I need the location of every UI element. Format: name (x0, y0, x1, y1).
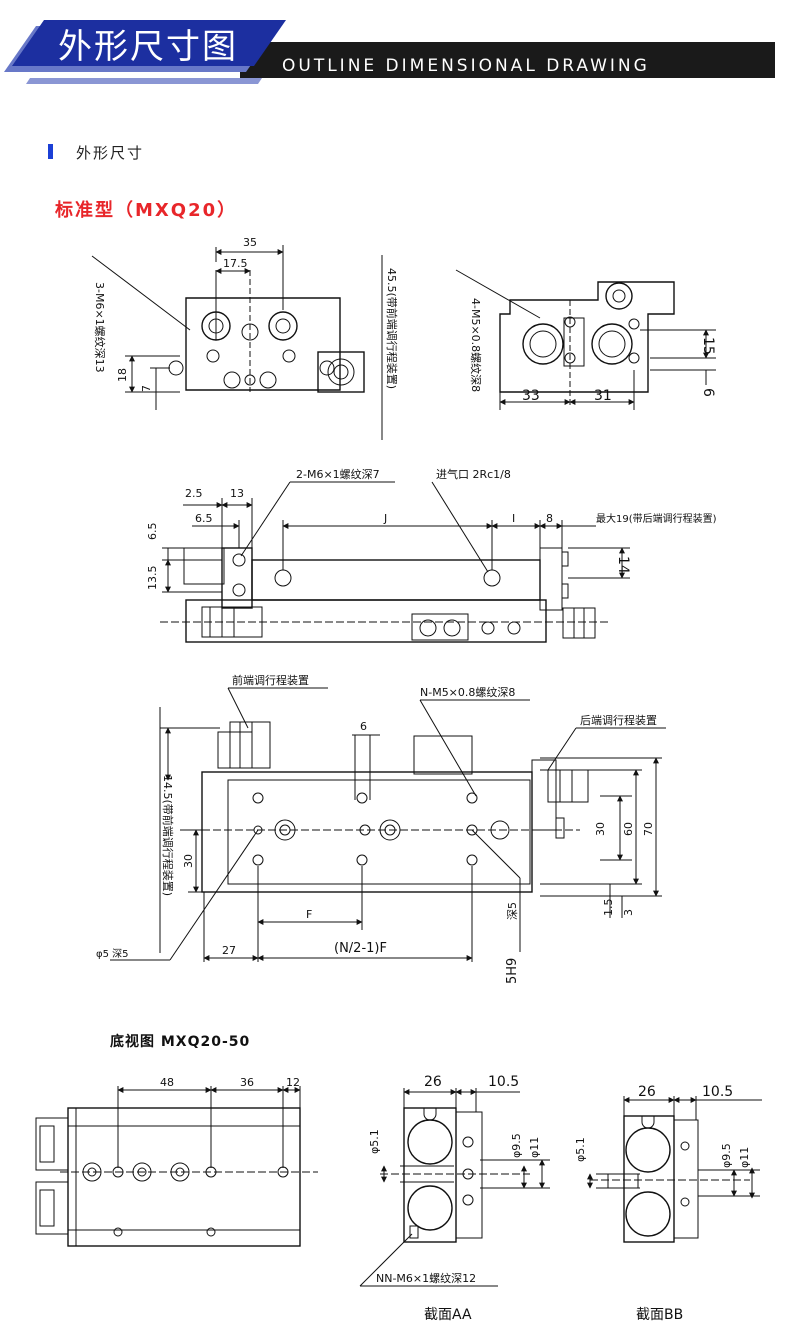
dim-18: 18 (116, 368, 129, 382)
dim-d9-5-aa: φ9.5 (510, 1133, 523, 1158)
caption-section-aa: 截面AA (424, 1307, 472, 1323)
view-side (160, 481, 630, 643)
header-blue-shape (12, 20, 286, 66)
dim-5H9: 5H9 (505, 958, 520, 984)
dim-6-top: 6 (360, 720, 367, 733)
dim-26-bb: 26 (638, 1084, 656, 1100)
dim-33: 33 (522, 388, 540, 404)
dim-14: 14 (615, 556, 631, 574)
note-stroke-top: 14.5(带前端调行程装置) (161, 775, 175, 896)
note-max-stroke: 最大19(带后端调行程装置) (596, 512, 717, 525)
dim-30-right: 30 (594, 822, 607, 836)
view-section-bb (587, 1096, 762, 1243)
note-thread-side: 2-M6×1螺纹深7 (296, 467, 380, 481)
dim-7: 7 (140, 385, 153, 392)
dim-13-5: 13.5 (146, 566, 159, 591)
view-section-aa (359, 1088, 550, 1287)
view-front-end-labels: 35 17.5 18 7 3-M6×1螺纹深13 45.5(带前端调行程装置) (93, 236, 399, 392)
dim-3: 3 (622, 909, 635, 916)
header-dark-band (240, 42, 775, 78)
view-rear-end-labels: 33 31 15 6 4-M5×0.8螺纹深8 (469, 298, 716, 404)
section-marker (48, 144, 53, 159)
note-front-adjuster: 前端调行程装置 (232, 673, 309, 687)
dim-1-5: 1.5 (602, 899, 615, 917)
dim-6-5: 6.5 (195, 512, 213, 525)
view-side-labels: 2.5 13 6.5 6.5 J I 8 13.5 14 2-M6×1螺纹深7 … (146, 467, 717, 590)
dim-60: 60 (622, 822, 635, 836)
note-port: 进气口 2Rc1/8 (436, 467, 511, 481)
dim-27: 27 (222, 944, 236, 957)
view-top (110, 687, 666, 962)
bottom-view-title: 底视图 MXQ20-50 (110, 1034, 251, 1050)
dim-d5-1-aa: φ5.1 (368, 1129, 381, 1154)
view-rear-end (455, 269, 716, 410)
view-top-labels: 6 30 60 70 30 1.5 3 27 F 5H9 深5 前端调行程装置 … (96, 673, 657, 984)
note-pin-hole: φ5 深5 (96, 948, 129, 960)
dim-31: 31 (594, 388, 612, 404)
dim-I: I (512, 512, 515, 525)
dim-6: 6 (700, 388, 716, 397)
header-subtitle: OUTLINE DIMENSIONAL DRAWING (282, 56, 650, 76)
dim-70: 70 (642, 822, 655, 836)
note-rear-adjuster: 后端调行程装置 (580, 714, 657, 727)
note-thread-aa: NN-M6×1螺纹深12 (376, 1271, 476, 1285)
note-thread-rear: 4-M5×0.8螺纹深8 (469, 298, 483, 392)
view-bottom (35, 1086, 318, 1247)
formula-n-f: (N/2-1)F (334, 941, 387, 956)
dim-48: 48 (160, 1076, 174, 1089)
dim-d9-5-bb: φ9.5 (720, 1143, 733, 1168)
dim-15: 15 (700, 337, 716, 355)
dim-36: 36 (240, 1076, 254, 1089)
dim-8: 8 (546, 512, 553, 525)
dim-12: 12 (286, 1076, 300, 1089)
note-stroke-front: 45.5(带前端调行程装置) (385, 268, 399, 389)
view-front-end (91, 245, 383, 440)
view-section-aa-labels: 26 10.5 φ5.1 φ9.5 φ11 NN-M6×1螺纹深12 (368, 1074, 541, 1285)
header-title: 外形尺寸图 (58, 27, 238, 67)
view-bottom-labels: 48 36 12 (160, 1076, 300, 1089)
dim-depth5: 深5 (506, 902, 519, 920)
view-section-bb-labels: 26 10.5 φ5.1 φ9.5 φ11 (574, 1084, 751, 1168)
dim-d11-aa: φ11 (528, 1137, 541, 1158)
note-thread-top: N-M5×0.8螺纹深8 (420, 685, 515, 699)
dim-6-5-vertical: 6.5 (146, 523, 159, 541)
dim-13: 13 (230, 487, 244, 500)
dim-J: J (383, 512, 387, 525)
header-underline (26, 78, 262, 84)
dim-10-5-aa: 10.5 (488, 1074, 519, 1090)
dim-d5-1-bb: φ5.1 (574, 1137, 587, 1162)
header-banner: 外形尺寸图 OUTLINE DIMENSIONAL DRAWING (4, 20, 775, 84)
dim-F: F (306, 908, 312, 921)
dim-10-5-bb: 10.5 (702, 1084, 733, 1100)
dim-d11-bb: φ11 (738, 1147, 751, 1168)
caption-section-bb: 截面BB (636, 1307, 684, 1323)
dim-35: 35 (243, 236, 257, 249)
dim-2-5: 2.5 (185, 487, 203, 500)
dim-30-left: 30 (182, 854, 195, 868)
model-title: 标准型（MXQ20） (55, 200, 238, 221)
note-thread-front: 3-M6×1螺纹深13 (93, 282, 107, 373)
dim-17-5: 17.5 (223, 257, 248, 270)
section-title: 外形尺寸 (76, 144, 145, 162)
dim-26-aa: 26 (424, 1074, 442, 1090)
